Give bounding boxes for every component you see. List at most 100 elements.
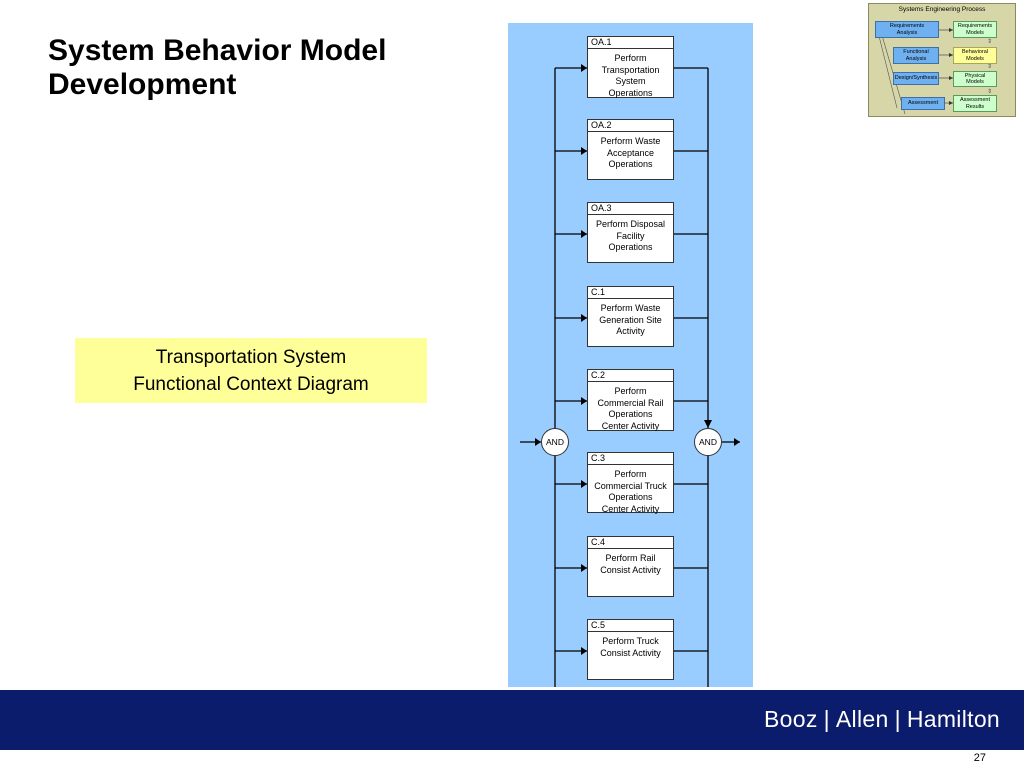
inset-title: Systems Engineering Process xyxy=(898,6,986,13)
se-process-inset: Systems Engineering Process ⇕ ⇕ ⇕ Requir… xyxy=(868,3,1016,117)
input-arrowhead-3 xyxy=(581,230,587,238)
svg-text:⇕: ⇕ xyxy=(987,88,992,95)
function-name-line: Perform xyxy=(614,469,647,479)
caption-line-1: Transportation System xyxy=(155,346,347,368)
function-name-line: Generation Site xyxy=(599,314,662,325)
function-name-line: Perform Waste xyxy=(600,303,661,313)
output-arrowhead xyxy=(734,438,740,446)
brand-word-2: Allen xyxy=(835,706,889,732)
function-name-line: Operations xyxy=(608,492,653,502)
behavioral-models-box-label-1: Behavioral xyxy=(962,49,988,55)
function-id: C.3 xyxy=(588,453,673,465)
and-node-left: AND xyxy=(541,428,569,456)
function-id: OA.2 xyxy=(588,120,673,132)
slide-title-line-2: Development xyxy=(48,68,237,101)
page-number: 27 xyxy=(973,752,986,764)
physical-models-box-label-1: Physical xyxy=(964,72,986,79)
function-name-line: Perform xyxy=(614,386,647,396)
function-name-line: Operations xyxy=(608,242,653,252)
function-id: OA.3 xyxy=(588,203,673,215)
function-name-line: Commercial Rail xyxy=(597,397,664,408)
requirements-analysis-box-label-2: Analysis xyxy=(896,29,918,36)
function-id: C.1 xyxy=(588,287,673,299)
footer-bar: Booz|Allen|Hamilton xyxy=(0,690,1024,750)
input-arrowhead-6 xyxy=(581,480,587,488)
function-id: C.2 xyxy=(588,370,673,382)
function-name-line: Perform xyxy=(614,53,647,63)
function-name-line: Facility xyxy=(616,230,645,241)
function-name-line: Perform Waste xyxy=(600,136,661,146)
function-name-line: Perform Rail xyxy=(605,553,656,563)
function-name-line: Acceptance xyxy=(606,147,655,158)
slide-title: System Behavior Model Development xyxy=(48,34,468,102)
brand-word-3: Hamilton xyxy=(906,706,1000,732)
function-name-line: Center Activity xyxy=(601,503,660,514)
assessment-results-box-label-2: Results xyxy=(965,103,985,110)
assessment-box: Assessment xyxy=(901,97,945,110)
functional-analysis-box-label-2: Analysis xyxy=(905,55,927,62)
design-synthesis-box: Design/Synthesis xyxy=(893,72,939,85)
and-node-right: AND xyxy=(694,428,722,456)
function-id: OA.1 xyxy=(588,37,673,49)
function-name-line: Operations xyxy=(608,159,653,169)
svg-text:⇕: ⇕ xyxy=(987,63,992,70)
brand-word-1: Booz xyxy=(764,706,818,732)
function-name-line: Transportation xyxy=(601,64,660,75)
assessment-box-label-1: Assessment xyxy=(908,100,938,107)
physical-models-box-label-2: Models xyxy=(966,79,984,85)
caption-line-2: Functional Context Diagram xyxy=(133,373,369,395)
slide-title-line-1: System Behavior Model xyxy=(48,34,387,67)
company-logo: Booz|Allen|Hamilton xyxy=(764,706,1000,732)
function-name-line: Activity xyxy=(616,326,645,336)
function-name-line: Consist Activity xyxy=(600,564,661,575)
input-arrowhead-1 xyxy=(581,64,587,72)
input-arrowhead-5 xyxy=(581,397,587,405)
function-name-line: Center Activity xyxy=(601,420,660,431)
requirements-models-box-label-2: Models xyxy=(966,29,984,36)
function-name-line: Consist Activity xyxy=(600,647,661,658)
input-arrowhead-4 xyxy=(581,314,587,322)
svg-text:⇕: ⇕ xyxy=(987,38,992,45)
requirements-models-box-label-1: Requirements xyxy=(957,23,993,29)
input-arrowhead-8 xyxy=(581,647,587,655)
right-trunk-arrowhead xyxy=(704,420,712,428)
behavioral-models-box-label-2: Models xyxy=(966,55,984,62)
function-id: C.5 xyxy=(588,620,673,632)
function-name-line: System xyxy=(615,76,646,86)
design-synthesis-box-label-1: Design/Synthesis xyxy=(894,75,938,82)
function-name-line: Commercial Truck xyxy=(594,480,667,491)
function-name-line: Operations xyxy=(608,409,653,419)
assessment-results-box-label-1: Assessment xyxy=(960,97,990,103)
diagram-caption: Transportation System Functional Context… xyxy=(75,338,427,403)
requirements-analysis-box-label-1: Requirements xyxy=(889,23,925,29)
input-arrowhead-7 xyxy=(581,564,587,572)
function-name-line: Operations xyxy=(608,87,653,98)
function-name-line: Perform Truck xyxy=(602,636,659,646)
input-arrowhead xyxy=(535,438,541,446)
functional-analysis-box-label-1: Functional xyxy=(903,49,929,55)
input-arrowhead-2 xyxy=(581,147,587,155)
function-id: C.4 xyxy=(588,537,673,549)
